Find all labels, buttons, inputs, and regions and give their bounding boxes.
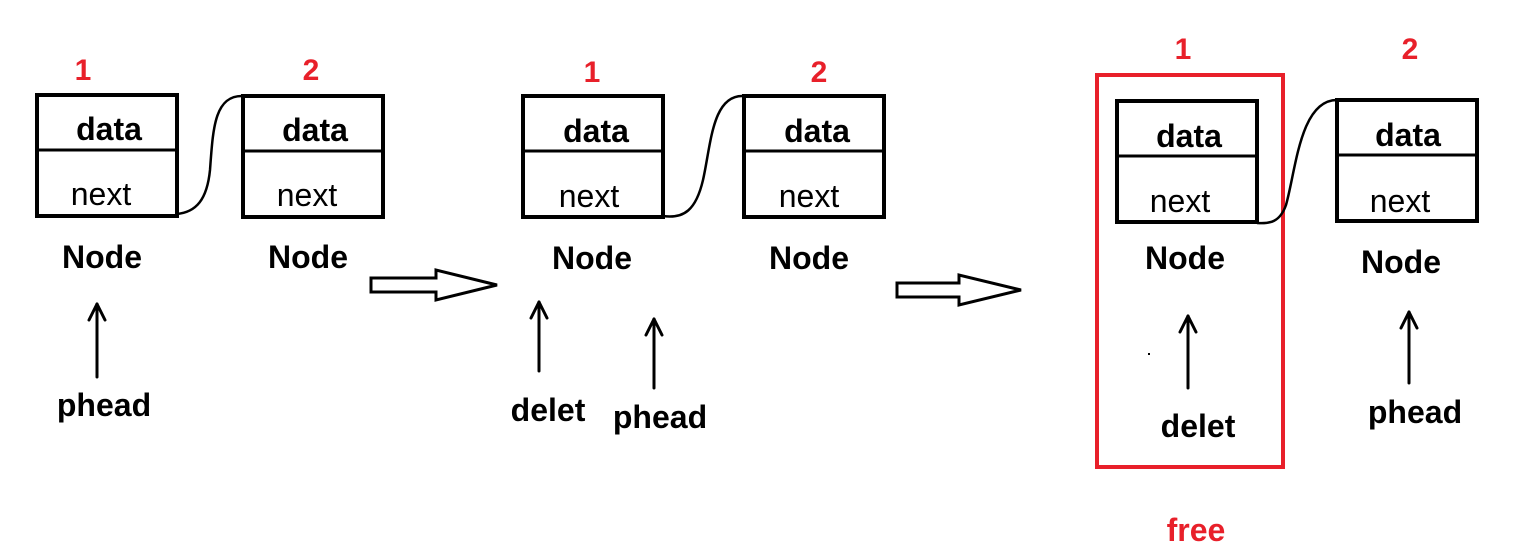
node-caption: Node [62,239,142,275]
stage-3: 1 data next Node 2 data next Node delet … [1095,33,1479,548]
data-field: data [1375,117,1441,153]
node-box [1115,99,1259,224]
node-2: 2 data next Node [1335,33,1479,280]
pointer-label: delet [511,392,586,428]
data-field: data [282,112,348,148]
transition-arrow-2 [895,273,1022,307]
stray-mark [1148,353,1150,355]
next-link [1256,98,1338,225]
arrow-head [1178,314,1198,334]
node-number: 1 [75,54,92,87]
arrow-head [87,302,107,322]
arrow-head [644,317,664,337]
node-1: 1 data next Node [1115,33,1259,276]
pointer-delet: delet [1161,314,1236,444]
freed-node-highlight [1095,73,1285,469]
stage-2: 1 data next Node 2 data next Node delet … [511,56,886,435]
stage-1: 1 data next Node 2 data next Node phead [35,54,385,423]
pointer-label: phead [57,387,151,423]
arrow-head [1399,310,1419,330]
node-caption: Node [268,239,348,275]
node-caption: Node [1361,244,1441,280]
node-box [241,94,385,219]
hollow-arrow [369,268,498,302]
pointer-phead: phead [57,302,151,423]
node-number: 1 [1175,33,1192,66]
node-number: 1 [584,56,601,89]
next-field: next [1150,183,1211,219]
next-link [176,94,244,216]
node-box [35,93,179,218]
node-caption: Node [1145,240,1225,276]
node-caption: Node [769,240,849,276]
pointer-delet: delet [511,300,586,428]
pointer-label: phead [1368,394,1462,430]
node-number: 2 [303,54,320,87]
pointer-label: delet [1161,408,1236,444]
arrow-head [529,300,549,320]
data-field: data [563,113,629,149]
node-number: 2 [1402,33,1419,66]
next-field: next [1370,183,1431,219]
next-field: next [779,178,840,214]
data-field: data [76,111,142,147]
next-field: next [559,178,620,214]
data-field: data [784,113,850,149]
transition-arrow-1 [369,268,498,302]
node-2: 2 data next Node [241,54,385,275]
next-field: next [71,176,132,212]
data-field: data [1156,118,1222,154]
pointer-phead: phead [1368,310,1462,430]
node-2: 2 data next Node [742,56,886,276]
node-box [1335,98,1479,223]
pointer-phead: phead [613,317,707,435]
free-label: free [1167,512,1226,548]
hollow-arrow [895,273,1022,307]
node-box [521,94,665,219]
node-number: 2 [811,56,828,89]
node-1: 1 data next Node [35,54,179,275]
node-box [742,94,886,219]
pointer-label: phead [613,399,707,435]
node-caption: Node [552,240,632,276]
next-link [662,94,745,218]
next-field: next [277,177,338,213]
node-1: 1 data next Node [521,56,665,276]
